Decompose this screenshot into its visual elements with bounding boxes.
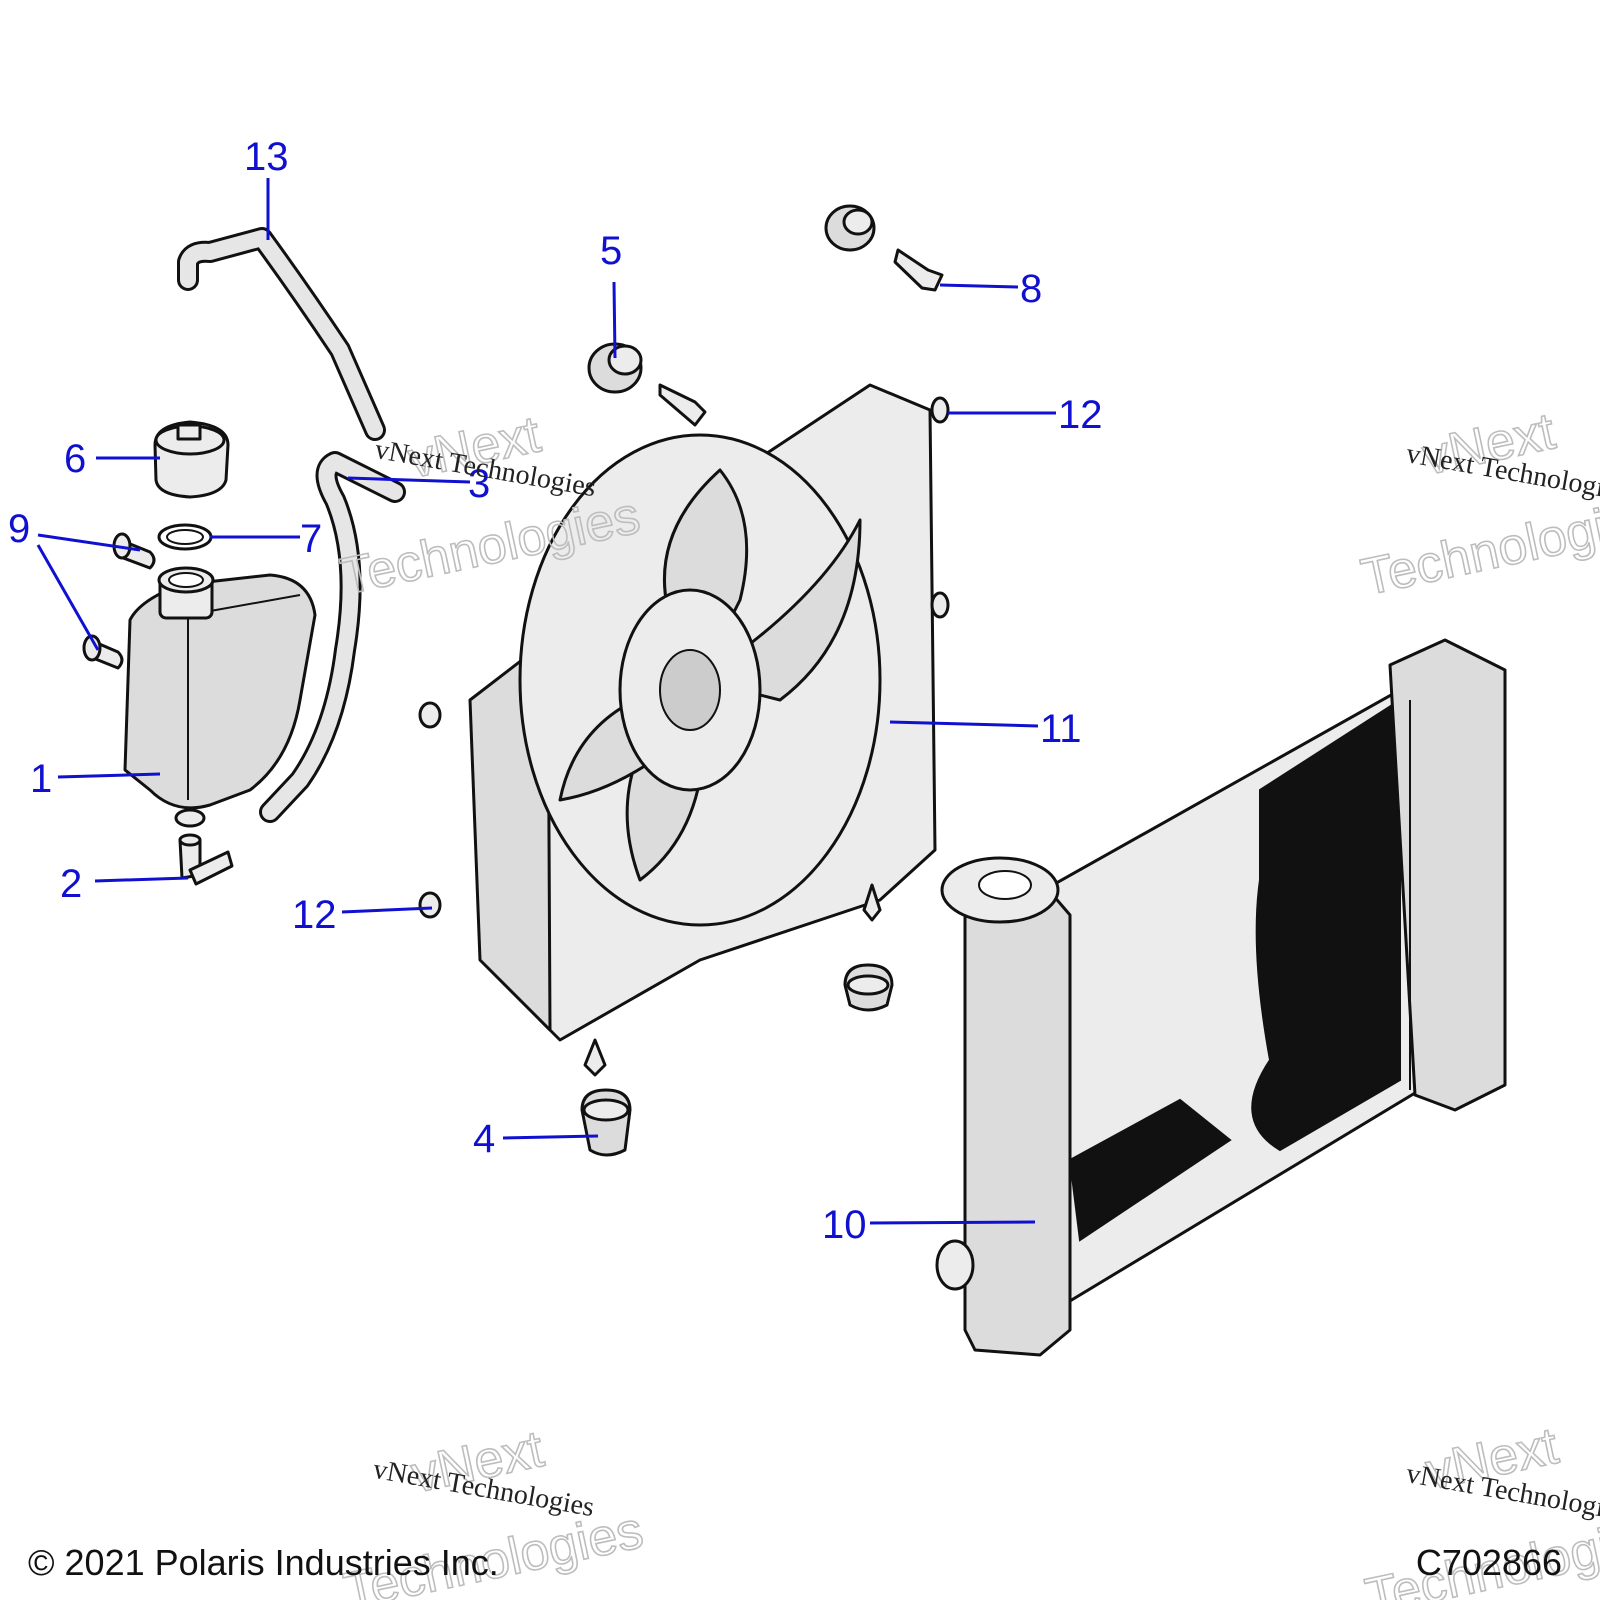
callout-labels: 1 2 3 4 5 6 7 8 9 10 11 12 12 13 <box>8 135 1103 1247</box>
callout-12-lower: 12 <box>292 893 337 937</box>
callout-8: 8 <box>1020 267 1042 311</box>
callout-6: 6 <box>64 437 86 481</box>
part-10-radiator <box>935 638 1507 1357</box>
copyright-notice: © 2021 Polaris Industries Inc. <box>28 1542 499 1583</box>
part-9-push-rivet-upper <box>112 532 156 570</box>
callout-1: 1 <box>30 757 52 801</box>
part-9-push-rivet-lower <box>82 634 124 670</box>
callout-13: 13 <box>244 135 289 179</box>
callout-9: 9 <box>8 507 30 551</box>
part-4-grommet-alt <box>843 963 894 1012</box>
callout-10: 10 <box>822 1203 867 1247</box>
callout-7: 7 <box>300 517 322 561</box>
part-6-reservoir-cap <box>153 420 230 499</box>
callout-5: 5 <box>600 229 622 273</box>
callout-4: 4 <box>473 1117 495 1161</box>
part-4-grommet <box>580 1088 632 1157</box>
callout-2: 2 <box>60 862 82 906</box>
part-2-elbow-fitting <box>178 833 234 886</box>
part-5-grommet <box>587 342 707 427</box>
part-13-overflow-hose <box>177 227 386 441</box>
part-7-o-ring <box>157 523 213 551</box>
callout-3: 3 <box>468 462 490 506</box>
part-11-fan-shroud-assembly <box>418 383 950 1077</box>
svg-text:Technologies: Technologies <box>1356 487 1600 607</box>
part-1-coolant-reservoir <box>123 566 317 828</box>
part-8-grommet-and-bolt <box>824 204 944 292</box>
leader-lines <box>36 178 1056 1225</box>
part-3-hose <box>259 451 406 823</box>
callout-12-upper: 12 <box>1058 393 1103 437</box>
drawing-number: C702866 <box>1415 1542 1562 1583</box>
callout-11: 11 <box>1040 707 1082 751</box>
